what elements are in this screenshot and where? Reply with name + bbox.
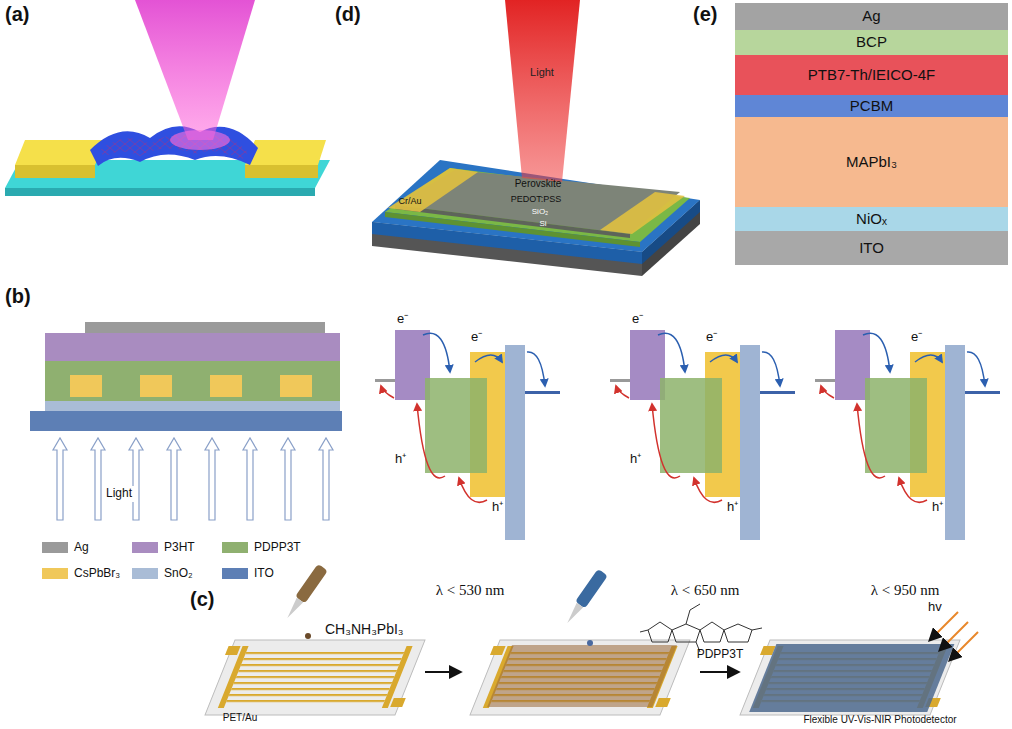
material-label: PDPP3T bbox=[697, 648, 744, 662]
wavelength-label: λ < 530 nm bbox=[436, 582, 505, 599]
carrier-label: e⁻ bbox=[471, 330, 482, 345]
legend-entry: CsPbBr₃ bbox=[42, 566, 120, 580]
carrier-label: e⁻ bbox=[706, 330, 717, 345]
layer-name: NiOₓ bbox=[856, 211, 887, 228]
panel-letter: (d) bbox=[335, 3, 361, 26]
carrier-label: e⁻ bbox=[632, 312, 643, 327]
carrier-label: h⁺ bbox=[727, 500, 738, 515]
carrier-label: h⁺ bbox=[395, 452, 406, 467]
panel-letter: (a) bbox=[5, 3, 29, 26]
layer-label: Perovskite bbox=[515, 178, 562, 190]
panel-letter: (b) bbox=[5, 285, 31, 308]
light-label: Light bbox=[530, 66, 554, 79]
carrier-label: h⁺ bbox=[492, 500, 503, 515]
legend-text: P3HT bbox=[164, 540, 195, 554]
legend-text: Ag bbox=[74, 540, 89, 554]
layer-name: PTB7-Th/IEICO-4F bbox=[808, 67, 936, 84]
layer-band: PCBM bbox=[735, 95, 1008, 117]
layer-name: MAPbI₃ bbox=[846, 154, 897, 171]
legend-entry: ITO bbox=[222, 566, 274, 580]
carrier-label: h⁺ bbox=[932, 500, 943, 515]
layer-band: BCP bbox=[735, 30, 1008, 55]
legend-swatch bbox=[42, 542, 68, 553]
layer-label: PEDOT:PSS bbox=[511, 194, 562, 204]
legend-entry: P3HT bbox=[132, 540, 195, 554]
carrier-label: h⁺ bbox=[630, 452, 641, 467]
legend-text: PDPP3T bbox=[254, 540, 301, 554]
legend-swatch bbox=[42, 568, 68, 579]
legend-text: CsPbBr₃ bbox=[74, 566, 120, 580]
legend-swatch bbox=[132, 542, 158, 553]
legend-entry: PDPP3T bbox=[222, 540, 301, 554]
wavelength-label: λ < 950 nm bbox=[871, 582, 940, 599]
layer-band: NiOₓ bbox=[735, 207, 1008, 231]
legend-text: SnO₂ bbox=[164, 566, 193, 580]
device-label: Flexible UV-Vis-NIR Photodetector bbox=[803, 714, 956, 726]
carrier-label: e⁻ bbox=[397, 312, 408, 327]
layer-band: PTB7-Th/IEICO-4F bbox=[735, 55, 1008, 95]
electrode-label: Cr/Au bbox=[398, 196, 421, 206]
layer-band: MAPbI₃ bbox=[735, 117, 1008, 207]
wavelength-label: λ < 650 nm bbox=[671, 582, 740, 599]
legend-swatch bbox=[222, 542, 248, 553]
layer-band: Ag bbox=[735, 3, 1008, 30]
panel-letter: (c) bbox=[190, 588, 214, 611]
layer-name: ITO bbox=[859, 240, 884, 257]
layer-name: BCP bbox=[856, 34, 887, 51]
photon-label: hv bbox=[928, 600, 942, 615]
legend-swatch bbox=[132, 568, 158, 579]
material-label: CH₃NH₃PbI₃ bbox=[325, 621, 404, 637]
panel-letter: (e) bbox=[693, 3, 717, 26]
light-label: Light bbox=[106, 487, 132, 501]
carrier-label: e⁻ bbox=[911, 330, 922, 345]
layer-band: ITO bbox=[735, 231, 1008, 265]
layer-label: Si bbox=[539, 219, 546, 228]
layer-label: SiO₂ bbox=[532, 207, 548, 216]
legend-entry: SnO₂ bbox=[132, 566, 193, 580]
layer-name: Ag bbox=[862, 8, 880, 25]
legend-text: ITO bbox=[254, 566, 274, 580]
substrate-label: PET/Au bbox=[223, 712, 257, 724]
legend-entry: Ag bbox=[42, 540, 89, 554]
legend-swatch bbox=[222, 568, 248, 579]
layer-name: PCBM bbox=[850, 98, 893, 115]
